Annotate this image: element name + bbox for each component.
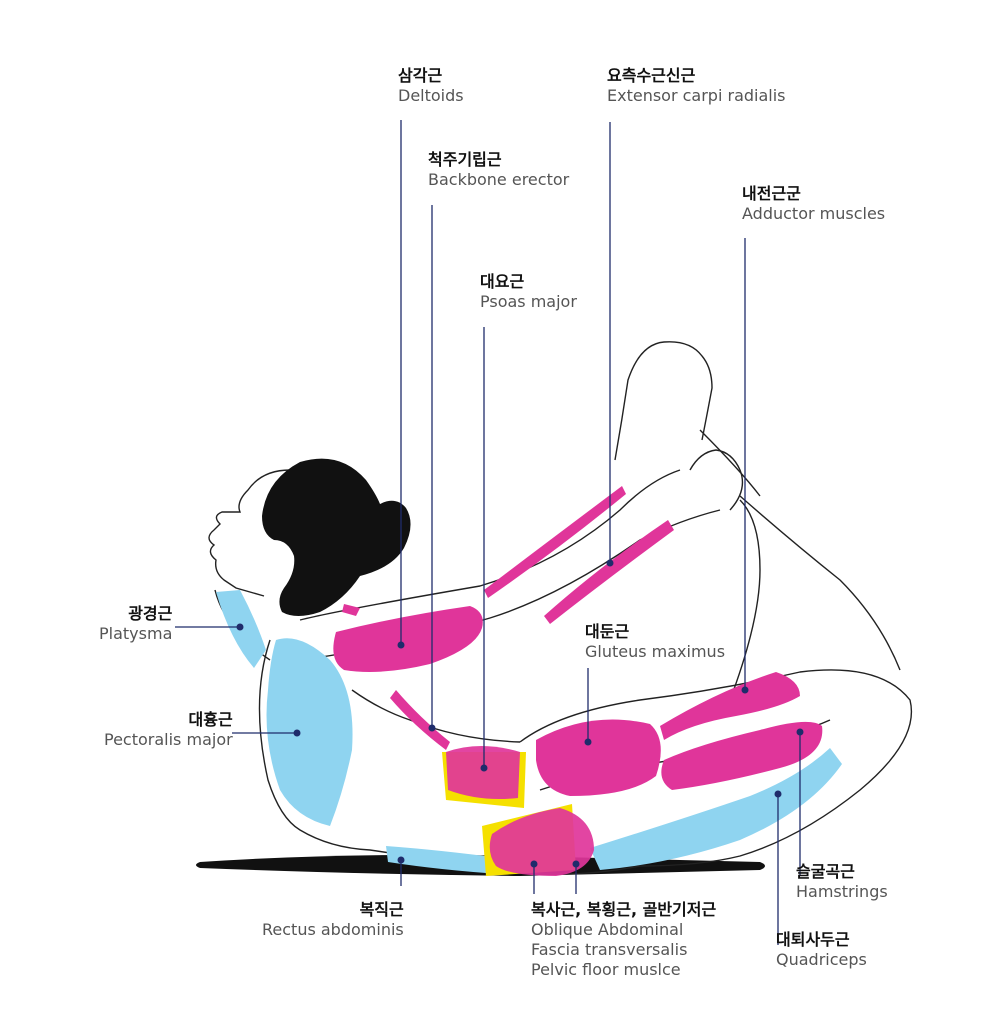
forearm-upper-shape: [484, 486, 626, 598]
label-deltoids-en: Deltoids: [398, 86, 464, 105]
psoas-shape: [446, 746, 520, 799]
label-oblique-en2: Fascia transversalis: [531, 940, 688, 959]
label-deltoids-ko: 삼각근: [398, 66, 443, 85]
label-platysma-ko: 광경근: [128, 604, 173, 623]
label-backbone: 척주기립근 Backbone erector: [428, 150, 569, 190]
label-extensor-ko: 요측수근신근: [607, 66, 696, 85]
label-pectoralis-en: Pectoralis major: [104, 730, 233, 749]
leader-lines: [175, 120, 801, 945]
label-hamstrings-ko: 슬굴곡근: [796, 862, 855, 881]
label-rectus-ko: 복직근: [359, 900, 404, 919]
quadriceps-shape: [590, 748, 842, 870]
label-rectus: 복직근 Rectus abdominis: [262, 900, 404, 940]
label-extensor: 요측수근신근 Extensor carpi radialis: [607, 66, 786, 106]
label-backbone-ko: 척주기립근: [428, 150, 502, 169]
label-oblique: 복사근, 복횡근, 골반기저근 Oblique Abdominal Fascia…: [531, 900, 716, 980]
label-pectoralis: 대흉근 Pectoralis major: [104, 710, 233, 750]
label-hamstrings-en: Hamstrings: [796, 882, 888, 901]
label-quadriceps: 대퇴사두근 Quadriceps: [776, 930, 867, 970]
pectoralis-shape: [266, 638, 353, 826]
backbone-shape: [390, 690, 450, 750]
leader-dots: [236, 559, 804, 868]
forearm-lower-shape: [544, 520, 674, 624]
label-backbone-en: Backbone erector: [428, 170, 570, 189]
label-gluteus: 대둔근 Gluteus maximus: [585, 622, 725, 662]
label-gluteus-ko: 대둔근: [585, 622, 630, 641]
oblique-shape: [489, 808, 594, 876]
label-extensor-en: Extensor carpi radialis: [607, 86, 786, 105]
shoulder-accent: [342, 604, 360, 616]
deltoid-shape: [333, 606, 483, 672]
gluteus-shape: [536, 719, 661, 796]
adductor-shape: [660, 672, 800, 740]
label-hamstrings: 슬굴곡근 Hamstrings: [796, 862, 888, 902]
label-oblique-en1: Oblique Abdominal: [531, 920, 684, 939]
label-psoas-en: Psoas major: [480, 292, 577, 311]
label-deltoids: 삼각근 Deltoids: [398, 66, 464, 106]
label-adductor-ko: 내전근군: [742, 184, 801, 203]
label-psoas: 대요근 Psoas major: [480, 272, 577, 312]
label-adductor-en: Adductor muscles: [742, 204, 886, 223]
label-gluteus-en: Gluteus maximus: [585, 642, 726, 661]
label-platysma: 광경근 Platysma: [99, 604, 172, 644]
label-adductor: 내전근군 Adductor muscles: [742, 184, 885, 224]
rectus-shape: [386, 846, 500, 874]
label-rectus-en: Rectus abdominis: [262, 920, 404, 939]
label-oblique-en3: Pelvic floor muslce: [531, 960, 681, 979]
muscles-pink: [333, 486, 823, 876]
label-psoas-ko: 대요근: [480, 272, 525, 291]
hair: [262, 458, 411, 616]
label-platysma-en: Platysma: [99, 624, 173, 643]
label-pectoralis-ko: 대흉근: [188, 710, 233, 729]
label-quadriceps-ko: 대퇴사두근: [776, 930, 850, 949]
label-oblique-ko: 복사근, 복횡근, 골반기저근: [531, 900, 717, 919]
label-quadriceps-en: Quadriceps: [776, 950, 867, 969]
hamstring-shape: [661, 721, 823, 790]
